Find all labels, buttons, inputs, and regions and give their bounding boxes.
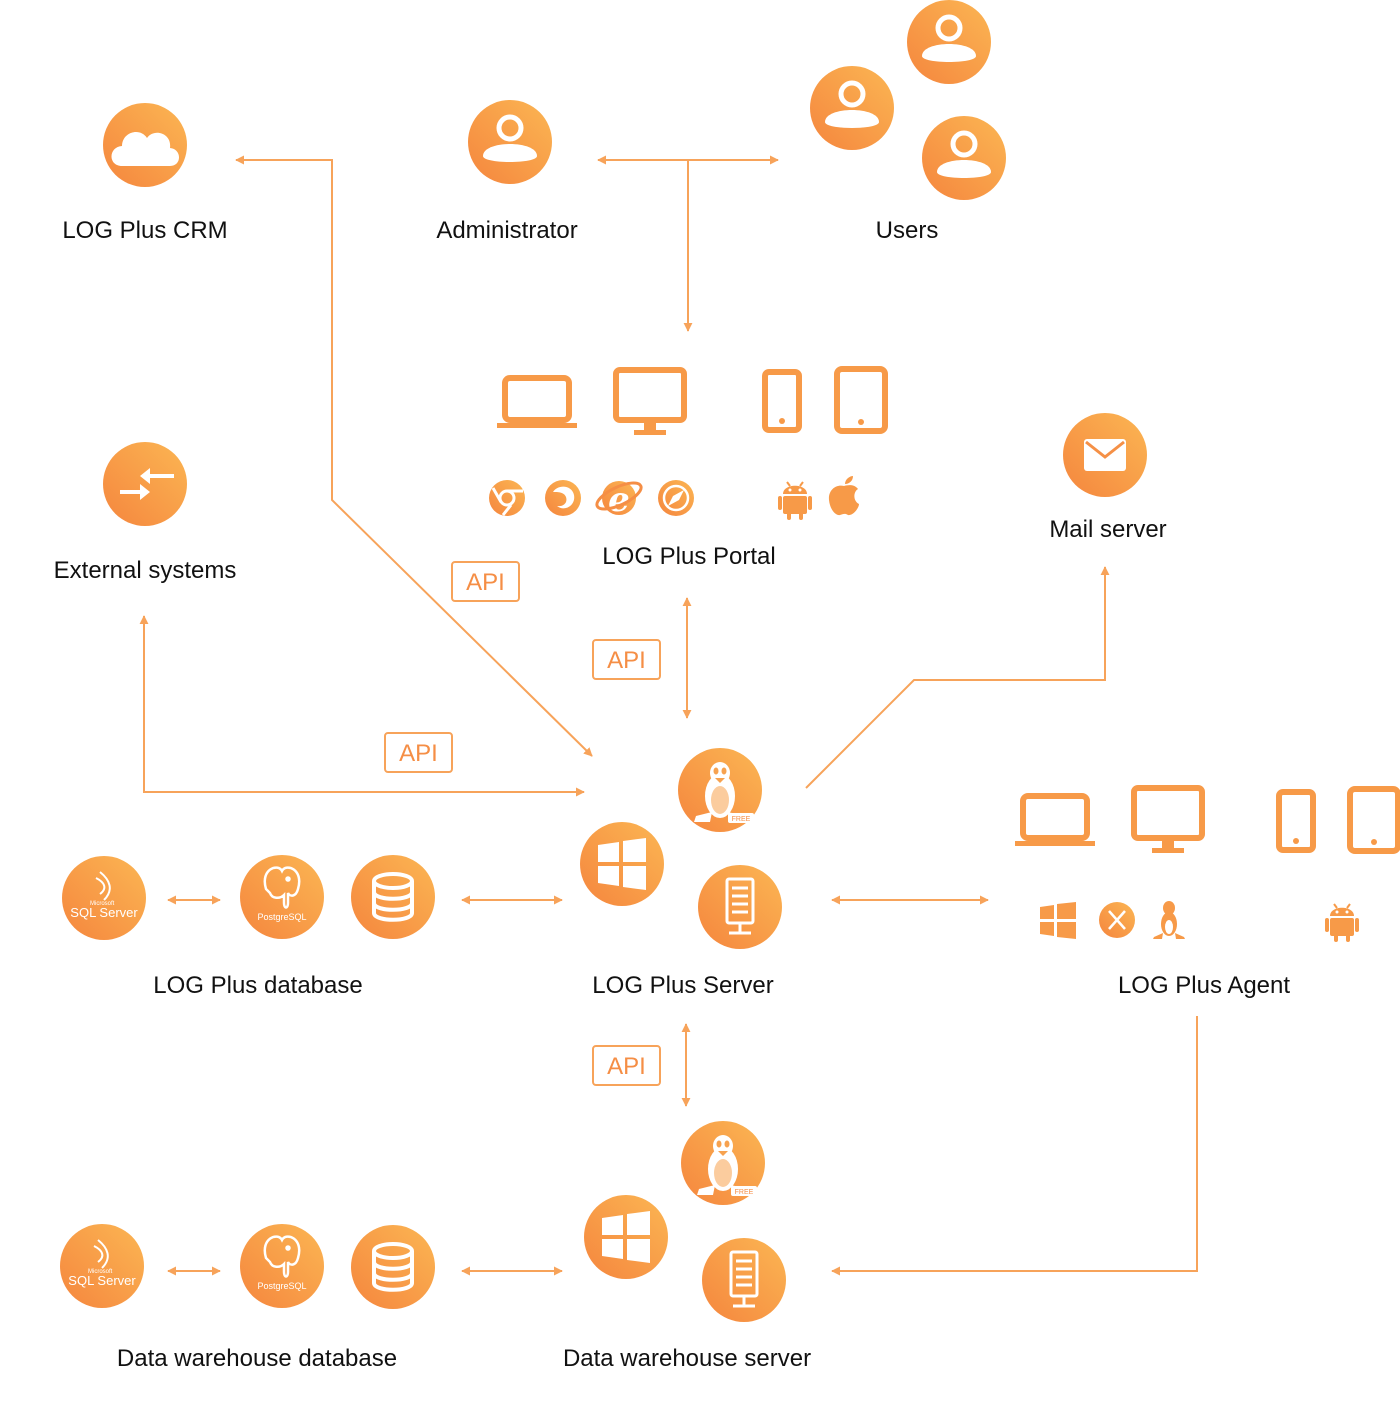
dw-server-label: Data warehouse server xyxy=(563,1345,811,1372)
api-badge: API xyxy=(592,1045,661,1086)
macos-icon xyxy=(1099,902,1135,938)
monitor-icon xyxy=(616,370,684,435)
svg-text:API: API xyxy=(607,1053,646,1080)
agent-dw-connector xyxy=(831,1016,1198,1276)
external-label: External systems xyxy=(54,557,237,584)
external-server-connector xyxy=(139,615,585,797)
external-node[interactable]: External systems xyxy=(54,442,237,584)
api-badge: API xyxy=(592,639,661,680)
users-label: Users xyxy=(876,217,939,244)
apple-icon xyxy=(828,476,859,516)
svg-text:Microsoft: Microsoft xyxy=(90,901,115,907)
svg-text:SQL Server: SQL Server xyxy=(70,905,138,920)
envelope-icon xyxy=(1084,439,1126,471)
svg-text:PostgreSQL: PostgreSQL xyxy=(257,912,306,922)
mail-label: Mail server xyxy=(1049,516,1166,543)
portal-label: LOG Plus Portal xyxy=(602,543,775,570)
users-node[interactable]: Users xyxy=(810,0,1006,244)
database-icon xyxy=(351,1225,435,1309)
dw-database-label: Data warehouse database xyxy=(117,1345,397,1372)
windows-icon xyxy=(1040,902,1076,939)
server-crm-connector xyxy=(235,155,593,757)
dw-server-node[interactable]: FREE Data warehouse server xyxy=(563,1121,811,1372)
database-label: LOG Plus database xyxy=(153,972,362,999)
svg-text:Microsoft: Microsoft xyxy=(88,1269,113,1275)
svg-text:FREE: FREE xyxy=(735,1189,754,1196)
agent-label: LOG Plus Agent xyxy=(1118,972,1290,999)
svg-text:API: API xyxy=(607,647,646,674)
sql-server-icon: Microsoft SQL Server xyxy=(62,856,146,940)
laptop-icon xyxy=(497,378,577,428)
free-badge xyxy=(731,1186,757,1196)
tablet-icon xyxy=(837,369,885,431)
server-node[interactable]: FREE LOG Plus Server xyxy=(580,748,782,999)
cloud-icon xyxy=(111,132,179,166)
postgresql-icon: PostgreSQL xyxy=(240,1224,324,1308)
phone-icon xyxy=(765,372,799,430)
agent-node[interactable]: LOG Plus Agent xyxy=(1015,788,1398,999)
phone-icon xyxy=(1279,792,1313,850)
crm-label: LOG Plus CRM xyxy=(62,217,227,244)
svg-text:PostgreSQL: PostgreSQL xyxy=(257,1281,306,1291)
android-icon xyxy=(777,481,813,521)
server-mail-connector xyxy=(805,566,1110,789)
api-badge: API xyxy=(451,561,520,602)
ie-icon: e xyxy=(595,480,643,520)
crm-node[interactable]: LOG Plus CRM xyxy=(62,103,228,244)
tablet-icon xyxy=(1350,789,1398,851)
server-label: LOG Plus Server xyxy=(592,972,773,999)
firefox-icon xyxy=(545,480,581,516)
mail-node[interactable]: Mail server xyxy=(1049,413,1167,543)
database-node[interactable]: Microsoft SQL Server PostgreSQL LOG Plus… xyxy=(62,855,435,999)
administrator-node[interactable]: Administrator xyxy=(436,100,578,244)
svg-text:FREE: FREE xyxy=(732,816,751,823)
chrome-icon xyxy=(489,480,525,516)
android-icon xyxy=(1324,903,1360,943)
arrows-exchange-icon xyxy=(120,468,174,500)
monitor-icon xyxy=(1134,788,1202,853)
svg-text:SQL Server: SQL Server xyxy=(68,1273,136,1288)
dw-database-node[interactable]: Microsoft SQL Server PostgreSQL Data war… xyxy=(60,1224,435,1372)
safari-icon xyxy=(658,480,694,516)
portal-node[interactable]: e LOG Plus Portal xyxy=(489,369,885,570)
sql-server-icon: Microsoft SQL Server xyxy=(60,1224,144,1308)
laptop-icon xyxy=(1015,796,1095,846)
free-badge xyxy=(728,813,754,823)
linux-icon xyxy=(1153,901,1185,939)
svg-text:API: API xyxy=(399,740,438,767)
svg-text:API: API xyxy=(466,569,505,596)
postgresql-icon: PostgreSQL xyxy=(240,855,324,939)
api-badge: API xyxy=(384,732,453,773)
connectors xyxy=(139,155,1198,1276)
database-icon xyxy=(351,855,435,939)
administrator-label: Administrator xyxy=(436,217,577,244)
